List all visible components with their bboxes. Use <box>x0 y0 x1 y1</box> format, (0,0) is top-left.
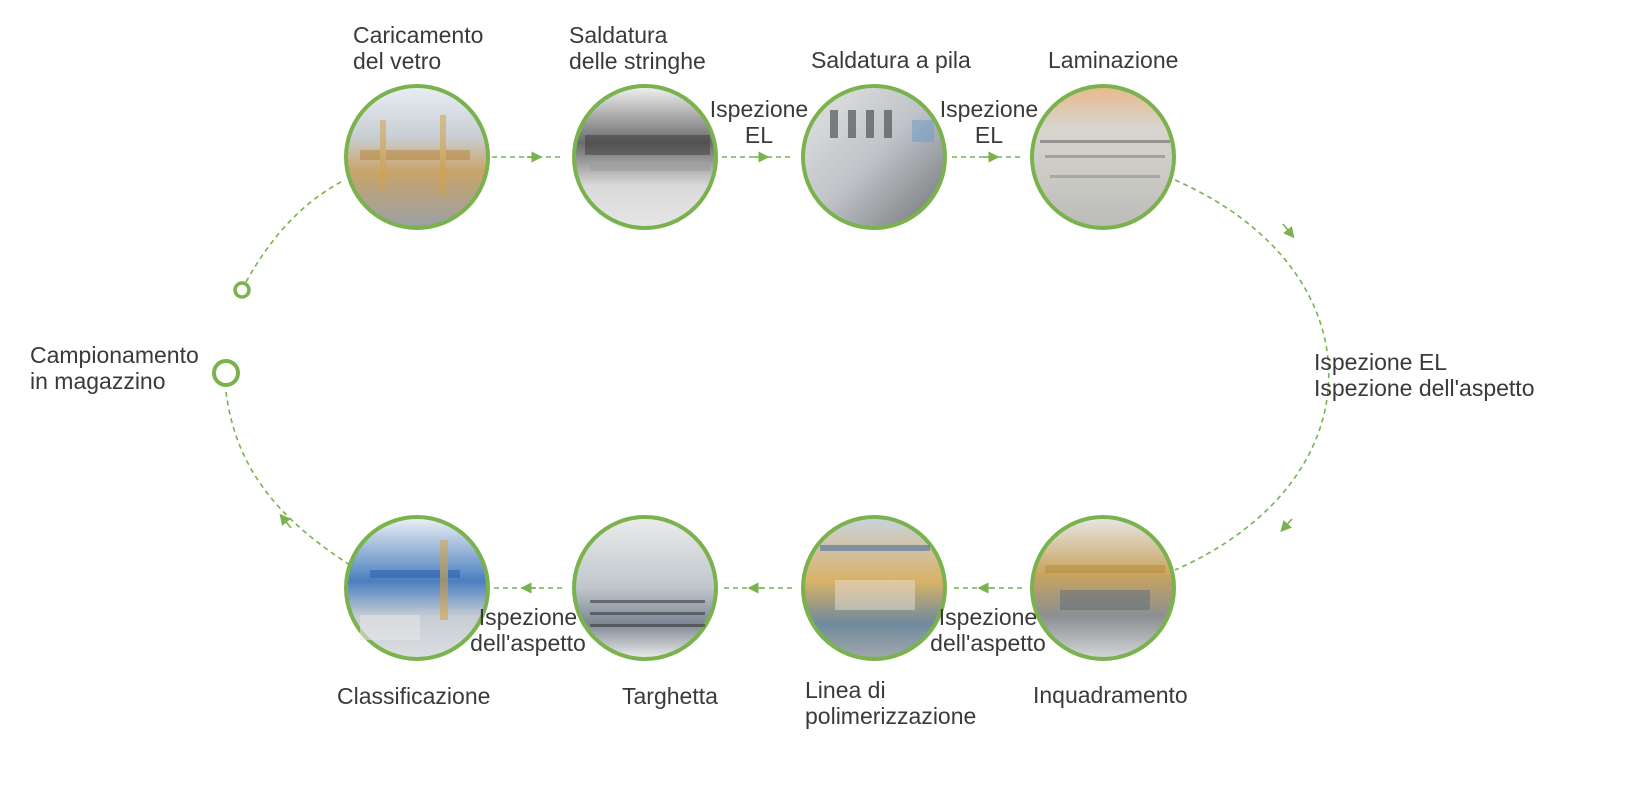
label-warehouse-sampling: Campionamento in magazzino <box>30 342 199 394</box>
left-arc-bottom-connector <box>225 391 351 566</box>
left-arc-top-connector <box>245 179 346 283</box>
label-inspection-aspect-2: Ispezione dell'aspetto <box>470 604 586 656</box>
station-curing-line <box>801 515 947 661</box>
station-framing <box>1030 515 1176 661</box>
station-string-welding <box>572 84 718 230</box>
start-marker <box>233 281 251 299</box>
arrow-left-bottom <box>279 513 292 529</box>
label-inspection-right: Ispezione EL Ispezione dell'aspetto <box>1314 349 1535 401</box>
label-inspection-el-1: Ispezione EL <box>709 96 809 148</box>
station-glass-loading <box>344 84 490 230</box>
end-marker <box>212 359 240 387</box>
label-string-welding: Saldatura delle stringhe <box>569 22 706 74</box>
station-sorting <box>344 515 490 661</box>
label-inspection-el-2: Ispezione EL <box>939 96 1039 148</box>
label-glass-loading: Caricamento del vetro <box>353 22 484 74</box>
arrow-right-top <box>1282 223 1295 239</box>
label-inspection-aspect-1: Ispezione dell'aspetto <box>930 604 1046 656</box>
station-lamination <box>1030 84 1176 230</box>
label-sorting: Classificazione <box>337 683 491 709</box>
label-nameplate: Targhetta <box>622 683 718 709</box>
station-stack-welding <box>801 84 947 230</box>
label-stack-welding: Saldatura a pila <box>811 47 971 73</box>
right-arc-connector <box>1174 179 1330 571</box>
label-lamination: Laminazione <box>1048 47 1179 73</box>
station-nameplate <box>572 515 718 661</box>
arrow-right-bottom <box>1280 518 1293 533</box>
label-curing-line: Linea di polimerizzazione <box>805 677 977 729</box>
label-framing: Inquadramento <box>1033 682 1188 708</box>
